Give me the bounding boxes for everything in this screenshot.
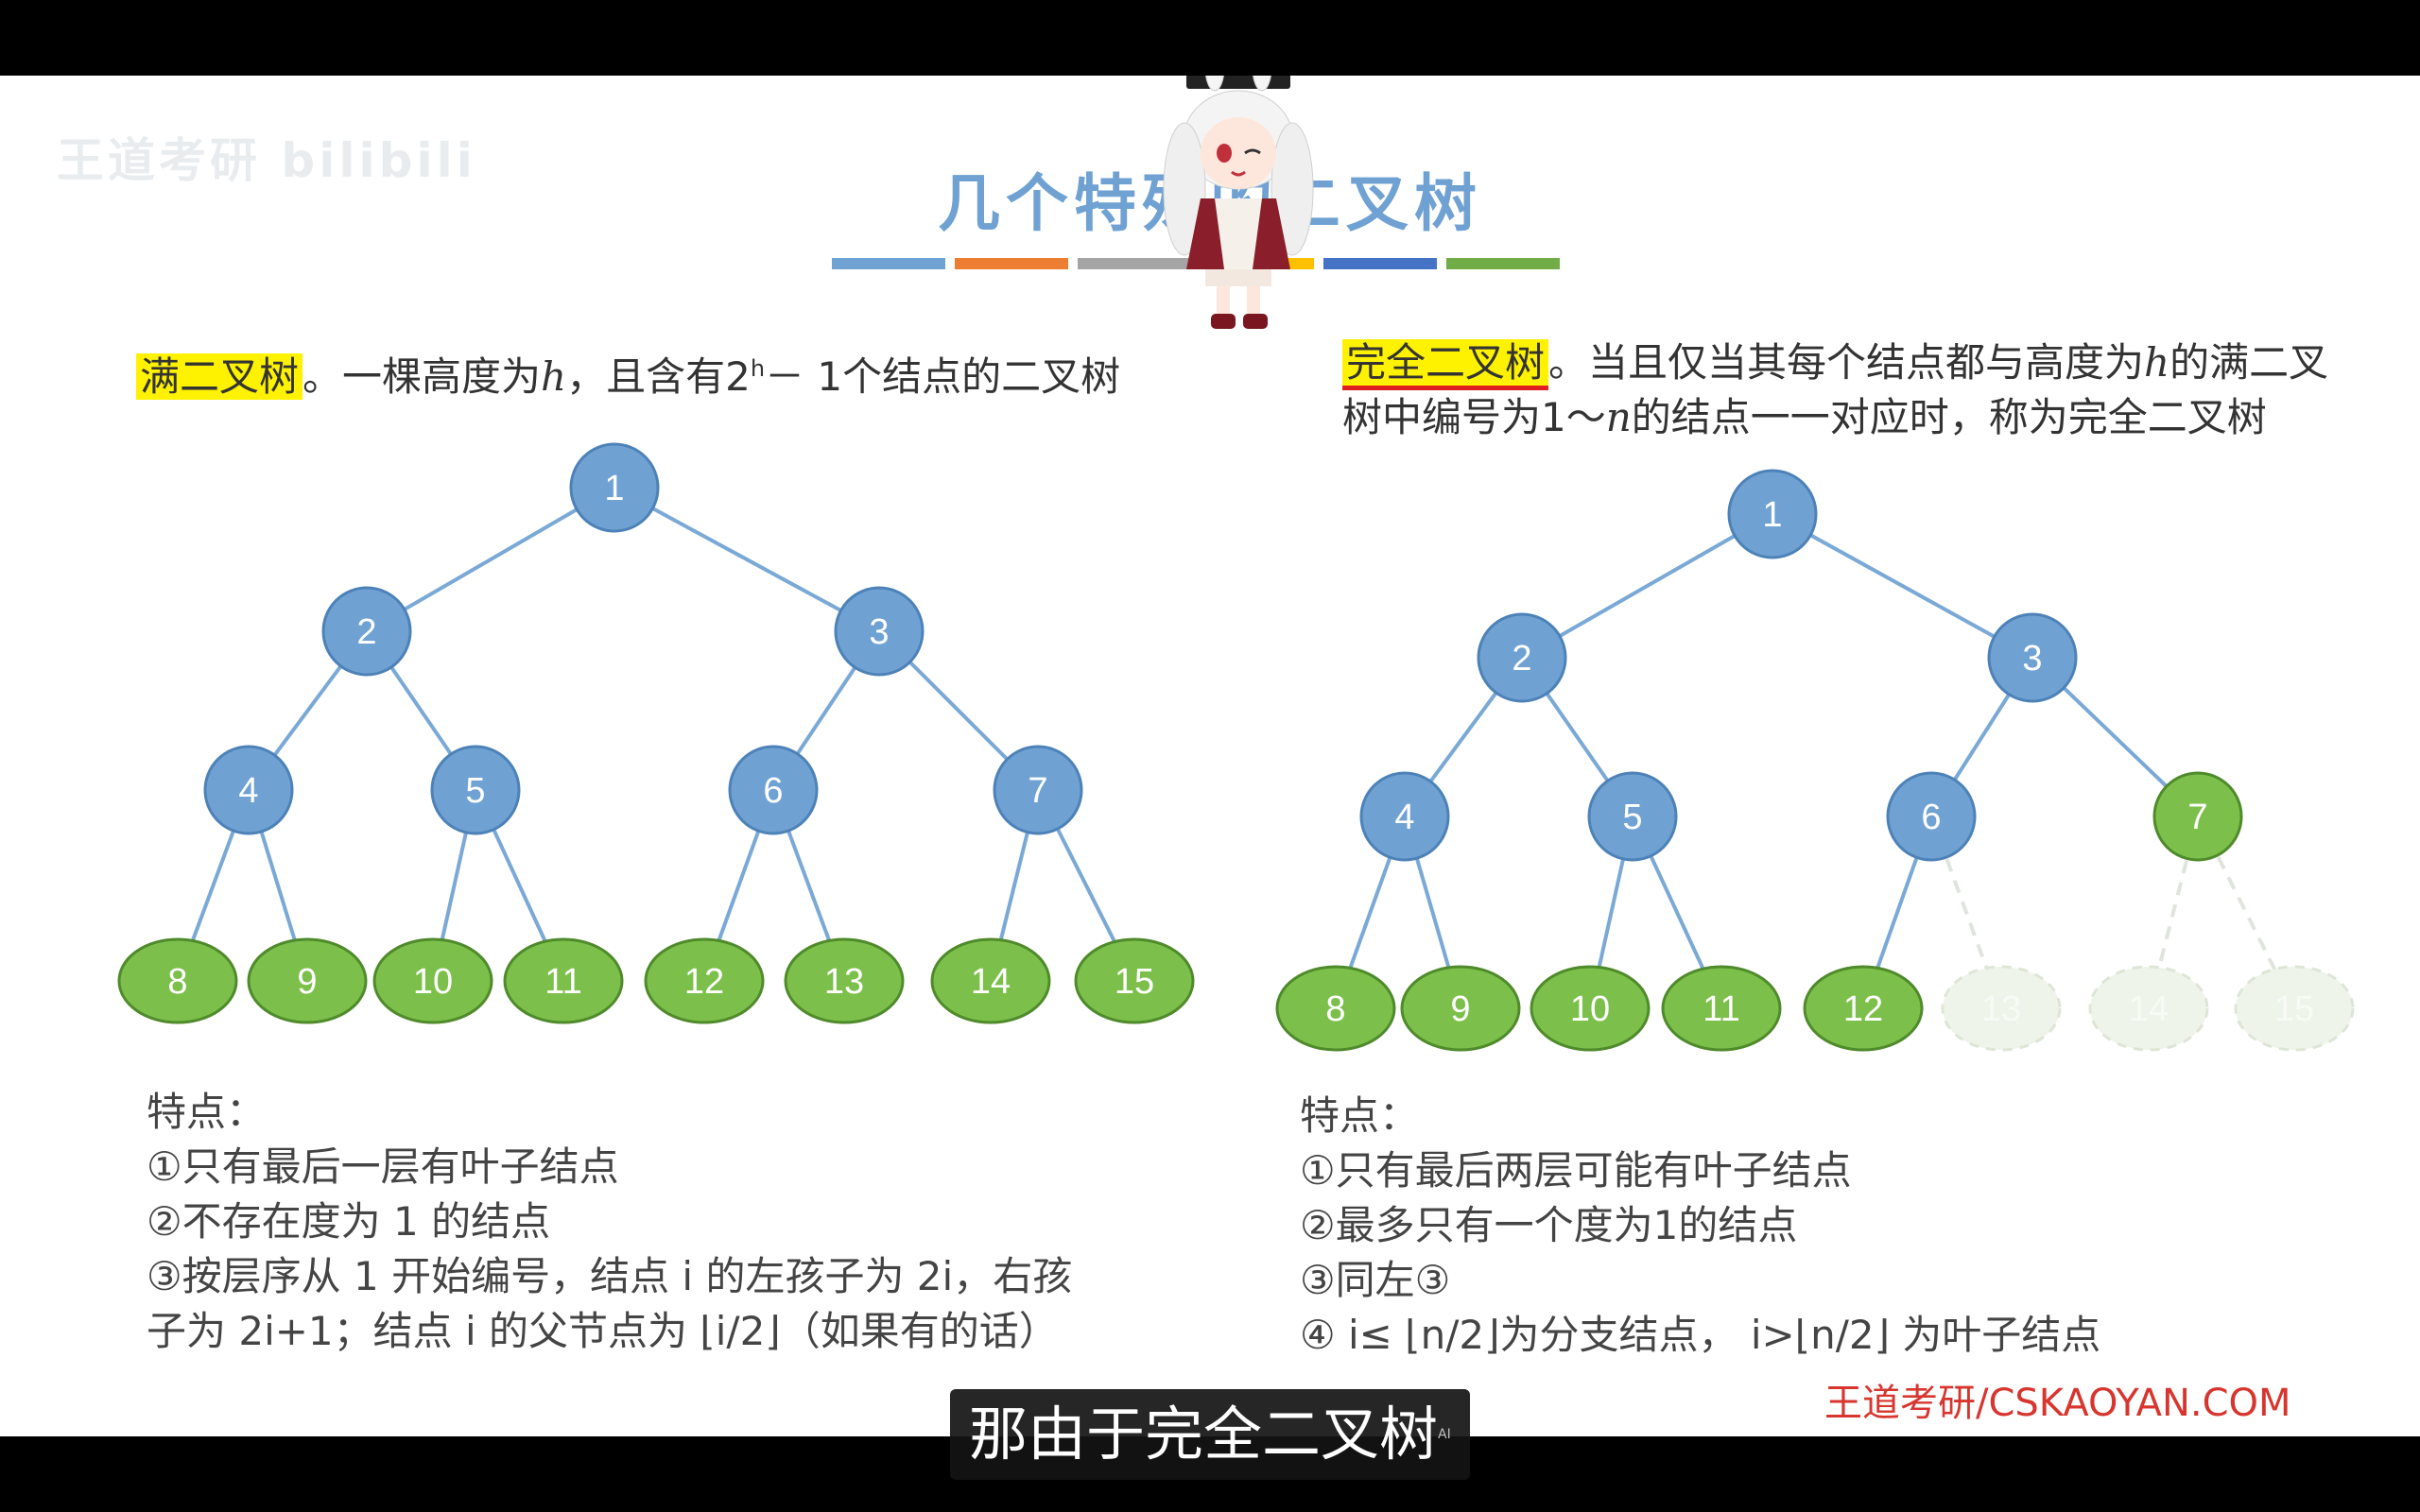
- complete-node-label-11: 11: [1703, 989, 1739, 1029]
- full-node-15: [1074, 937, 1195, 1024]
- full-tree-features: 特点： ①只有最后一层有叶子结点 ②不存在度为 1 的结点 ③按层序从 1 开始…: [147, 1085, 1205, 1359]
- full-node-label-10: 10: [413, 962, 453, 1002]
- complete-node-11: [1661, 965, 1782, 1052]
- complete-node-10: [1530, 965, 1651, 1052]
- complete-node-label-2: 2: [1512, 639, 1531, 679]
- complete-tree-features: 特点： ①只有最后两层可能有叶子结点 ②最多只有一个度为1的结点 ③同左③ ④ …: [1300, 1089, 2340, 1363]
- feature-item: ①只有最后一层有叶子结点: [147, 1143, 619, 1190]
- complete-node-13: [1941, 965, 2062, 1052]
- full-node-10: [372, 937, 493, 1024]
- full-node-label-3: 3: [869, 612, 889, 652]
- full-node-label-7: 7: [1028, 771, 1047, 811]
- complete-node-label-8: 8: [1325, 989, 1345, 1029]
- complete-node-label-6: 6: [1921, 798, 1941, 837]
- complete-tree-definition: 完全二叉树。当且仅当其每个结点都与高度为h的满二叉树中编号为1～n的结点一一对应…: [1342, 339, 2329, 440]
- complete-node-3: [1987, 612, 2078, 703]
- complete-node-1: [1727, 469, 1818, 559]
- full-node-label-9: 9: [297, 962, 317, 1002]
- complete-node-label-10: 10: [1570, 989, 1610, 1029]
- full-node-label-6: 6: [763, 771, 783, 811]
- full-node-2: [321, 586, 412, 677]
- complete-node-4: [1359, 771, 1450, 862]
- complete-node-label-1: 1: [1762, 495, 1782, 535]
- title-stripe: [955, 258, 1068, 269]
- complete-node-9: [1400, 965, 1521, 1052]
- brand-watermark: 王道考研/CSKAOYAN.COM: [1824, 1382, 2291, 1425]
- complete-node-label-3: 3: [2022, 639, 2042, 679]
- full-node-8: [117, 937, 238, 1024]
- mascot-sticker-image: [1163, 76, 1314, 329]
- full-edge-1-3: [614, 486, 880, 633]
- full-node-13: [784, 937, 905, 1024]
- complete-node-label-13: 13: [1981, 989, 2021, 1029]
- complete-node-label-9: 9: [1450, 989, 1470, 1029]
- feature-item: ②最多只有一个度为1的结点: [1300, 1202, 1798, 1248]
- title-stripe: [1323, 258, 1437, 269]
- title-stripe: [1078, 258, 1191, 269]
- full-node-14: [930, 937, 1051, 1024]
- feature-item: ②不存在度为 1 的结点: [147, 1198, 551, 1245]
- complete-node-label-14: 14: [2129, 989, 2169, 1029]
- full-node-9: [247, 937, 368, 1024]
- complete-node-15: [2234, 965, 2355, 1052]
- full-node-7: [993, 745, 1083, 835]
- complete-node-14: [2088, 965, 2209, 1052]
- feature-item: ③按层序从 1 开始编号，结点 i 的左孩子为 2i，右孩: [147, 1253, 1073, 1299]
- feature-item: 子为 2i+1；结点 i 的父节点为 ⌊i/2⌋（如果有的话）: [147, 1308, 1059, 1354]
- complete-edge-1-2: [1521, 512, 1773, 660]
- title-stripe: [1446, 258, 1560, 269]
- complete-node-label-5: 5: [1622, 798, 1642, 837]
- full-node-1: [569, 442, 660, 533]
- feature-item: ④ i≤ ⌊n/2⌋为分支结点， i>⌊n/2⌋ 为叶子结点: [1300, 1312, 2101, 1358]
- full-node-label-4: 4: [238, 771, 258, 811]
- complete-node-8: [1275, 965, 1396, 1052]
- features-heading: 特点：: [147, 1089, 267, 1135]
- full-node-11: [503, 937, 624, 1024]
- full-node-label-15: 15: [1115, 962, 1154, 1002]
- features-heading: 特点：: [1300, 1092, 1420, 1139]
- watermark: 王道考研 bilibili: [57, 133, 476, 188]
- complete-node-label-12: 12: [1843, 989, 1883, 1029]
- slide: 王道考研 bilibili 几个特殊的二叉树 满二叉树。一棵高度为h，且含有2h…: [0, 76, 2420, 1436]
- complete-edge-1-3: [1772, 512, 2033, 660]
- complete-node-12: [1803, 965, 1924, 1052]
- full-node-3: [834, 586, 925, 677]
- complete-node-7: [2152, 771, 2243, 862]
- full-node-6: [728, 745, 819, 835]
- full-node-12: [644, 937, 765, 1024]
- complete-tree-term: 完全二叉树: [1342, 339, 1549, 390]
- full-node-4: [203, 745, 294, 835]
- complete-node-label-4: 4: [1394, 798, 1414, 837]
- full-node-5: [430, 745, 521, 835]
- complete-node-label-7: 7: [2187, 798, 2207, 837]
- full-node-label-2: 2: [356, 612, 376, 652]
- full-edge-1-2: [365, 486, 616, 633]
- full-node-label-8: 8: [167, 962, 187, 1002]
- full-node-label-1: 1: [604, 469, 624, 508]
- complete-node-2: [1477, 612, 1567, 703]
- ai-badge: AI: [1438, 1427, 1451, 1442]
- full-tree-definition: 满二叉树。一棵高度为h，且含有2h－ 1个结点的二叉树: [136, 345, 1120, 403]
- complete-node-label-15: 15: [2274, 989, 2314, 1029]
- feature-item: ①只有最后两层可能有叶子结点: [1300, 1147, 1852, 1194]
- complete-node-5: [1587, 771, 1678, 862]
- full-node-label-11: 11: [544, 962, 581, 1002]
- title-stripe: [832, 258, 945, 269]
- video-subtitle: 那由于完全二叉树AI: [950, 1389, 1470, 1480]
- complete-node-6: [1886, 771, 1977, 862]
- feature-item: ③同左③: [1300, 1257, 1451, 1303]
- full-tree-term: 满二叉树: [136, 353, 303, 400]
- full-node-label-12: 12: [684, 962, 724, 1002]
- full-node-label-13: 13: [824, 962, 864, 1002]
- full-node-label-5: 5: [465, 771, 485, 811]
- full-node-label-14: 14: [971, 962, 1011, 1002]
